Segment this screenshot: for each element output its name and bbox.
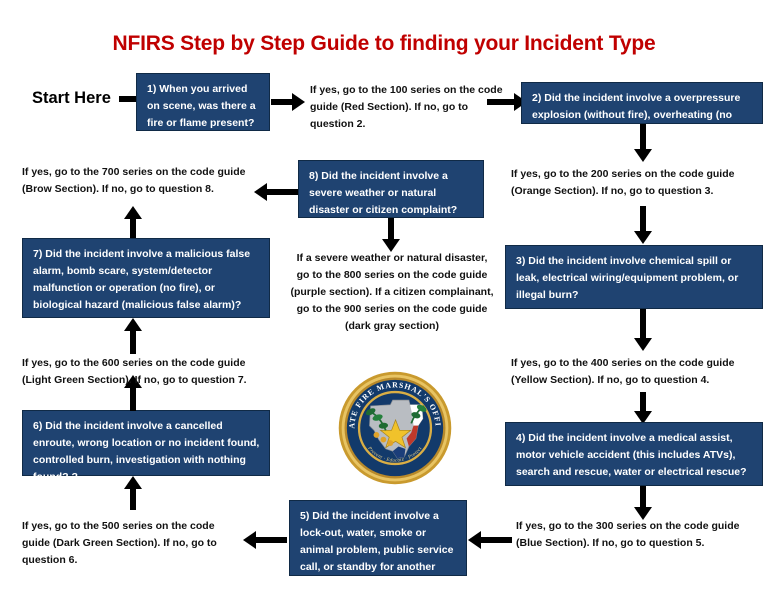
arrow-q1-to-note <box>271 93 305 111</box>
page-title: NFIRS Step by Step Guide to finding your… <box>112 32 656 55</box>
note-after-q4: If yes, go to the 300 series on the code… <box>516 520 740 549</box>
question-8-box[interactable]: 8) Did the incident involve a severe wea… <box>298 160 484 218</box>
arrow-q4-down <box>634 486 652 520</box>
arrow-note-to-q4 <box>634 392 652 424</box>
note-after-q2: If yes, go to the 200 series on the code… <box>511 168 735 197</box>
arrow-q8-to-note <box>254 183 298 201</box>
note-after-q3: If yes, go to the 400 series on the code… <box>511 357 735 386</box>
note-after-q8: If a severe weather or natural disaster,… <box>290 252 494 332</box>
question-1-box[interactable]: 1) When you arrived on scene, was there … <box>136 73 270 131</box>
note-after-q6: If yes, go to the 600 series on the code… <box>22 357 247 386</box>
question-2-box[interactable]: 2) Did the incident involve a overpressu… <box>521 82 763 138</box>
note-after-q7: If yes, go to the 700 series on the code… <box>22 166 246 195</box>
note-after-q5: If yes, go to the 500 series on the code… <box>22 520 217 566</box>
arrow-note-to-q5 <box>468 531 512 549</box>
arrow-q5-to-note <box>243 531 287 549</box>
arrow-note-to-q7 <box>124 318 142 354</box>
arrow-note-to-q3 <box>634 206 652 244</box>
note-after-q1: If yes, go to the 100 series on the code… <box>310 84 503 130</box>
arrow-q3-down <box>634 309 652 351</box>
question-6-box[interactable]: 6) Did the incident involve a cancelled … <box>22 410 270 483</box>
question-5-box[interactable]: 5) Did the incident involve a lock-out, … <box>289 500 467 590</box>
question-3-box[interactable]: 3) Did the incident involve chemical spi… <box>505 245 763 309</box>
question-4-box[interactable]: 4) Did the incident involve a medical as… <box>505 422 763 486</box>
start-here-label: Start Here <box>32 89 111 107</box>
arrow-q2-down <box>634 124 652 162</box>
arrow-q6-up <box>124 375 142 411</box>
arrow-note-to-q6 <box>124 476 142 510</box>
state-fire-marshals-office-seal-icon: STATE FIRE MARSHAL'S OFFICE Prevent · Ed… <box>334 363 453 486</box>
question-7-box[interactable]: 7) Did the incident involve a malicious … <box>22 238 270 318</box>
arrow-q8-down <box>382 218 400 252</box>
arrow-q7-up <box>124 206 142 238</box>
